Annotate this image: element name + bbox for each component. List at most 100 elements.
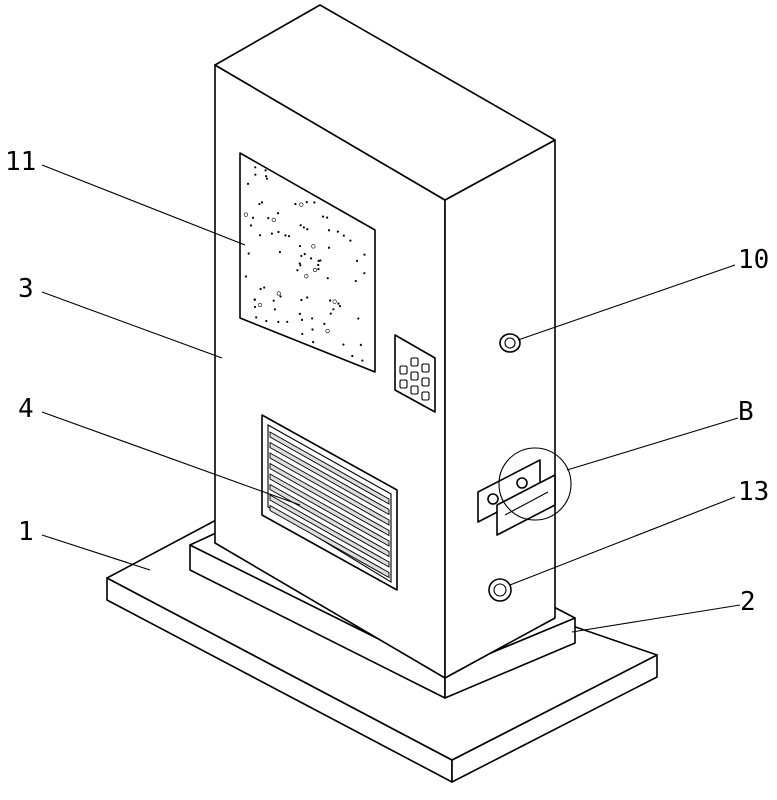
latch-assembly: [477, 447, 572, 536]
stipple-dot: [264, 169, 267, 172]
stipple-dot: [326, 277, 329, 280]
stipple-dot: [301, 332, 304, 336]
stipple-dot: [329, 312, 332, 315]
vent-slat: [269, 473, 390, 547]
label-1: 1: [18, 517, 34, 547]
stipple-dot: [300, 318, 304, 321]
stipple-dot: [327, 229, 331, 232]
vent-slat: [269, 441, 390, 516]
label-2: 2: [740, 587, 756, 617]
stipple-dot: [247, 252, 250, 255]
stipple-dot: [337, 302, 340, 305]
stipple-dot: [336, 230, 339, 233]
stipple-dot: [265, 177, 269, 180]
stipple-dot: [354, 279, 357, 283]
label-11: 11: [5, 147, 36, 177]
stipple-dot: [265, 319, 268, 323]
stipple-dot: [317, 268, 320, 271]
stipple-dot: [272, 299, 275, 302]
stipple-dot: [253, 298, 256, 301]
stipple-dot: [277, 320, 280, 323]
stipple-dot: [359, 343, 362, 346]
stipple-dot: [264, 175, 268, 178]
detail-b-circle: [498, 447, 572, 521]
stipple-dot: [267, 216, 270, 220]
stipple-dot: [294, 202, 297, 206]
keypad-key: [421, 377, 430, 387]
stipple-dot: [263, 286, 266, 289]
stipple-dot: [255, 316, 258, 319]
display-screen: [239, 152, 376, 373]
label-b: B: [738, 397, 754, 427]
vent-slat: [269, 431, 390, 505]
keypad-key: [410, 385, 419, 395]
stipple-dot: [298, 312, 301, 316]
stipple-dot: [279, 295, 282, 298]
stipple-dot: [332, 299, 337, 304]
vent-slat: [269, 504, 390, 579]
stipple-dot: [249, 224, 253, 227]
stipple-dot: [342, 234, 345, 237]
keypad-key: [410, 371, 419, 381]
stipple-dot: [286, 320, 289, 323]
stipple-dot: [284, 234, 287, 237]
stipple-dot: [355, 259, 359, 262]
stipple-dot: [277, 230, 280, 234]
stipple-dot: [313, 201, 316, 204]
label-4: 4: [18, 394, 34, 424]
stipple-dot: [298, 262, 301, 265]
stipple-dot: [258, 202, 261, 206]
stipple-dot: [351, 354, 354, 358]
keypad-key: [421, 363, 430, 373]
stipple-dot: [312, 340, 315, 344]
stipple-dot: [251, 216, 255, 219]
stipple-dot: [357, 317, 360, 320]
stipple-dot: [305, 201, 308, 204]
stipple-dot: [311, 317, 314, 320]
stipple-dot: [276, 212, 280, 215]
vent-slat: [269, 494, 390, 568]
stipple-dot: [278, 251, 282, 254]
label-10: 10: [738, 245, 769, 275]
stipple-dot: [338, 304, 341, 308]
stipple-dot: [327, 246, 331, 249]
stipple-dot: [325, 328, 330, 334]
stipple-dot: [299, 202, 304, 207]
stipple-dot: [309, 257, 313, 260]
stipple-dot: [254, 173, 257, 176]
stipple-dot: [246, 182, 250, 185]
stipple-dot: [317, 263, 320, 267]
stipple-dot: [254, 166, 257, 169]
stipple-dot: [311, 244, 316, 249]
stipple-dot: [302, 226, 305, 229]
stipple-dot: [306, 228, 309, 231]
stipple-dot: [270, 232, 273, 235]
stipple-dot: [321, 215, 325, 218]
stipple-dot: [300, 298, 303, 302]
label-13: 13: [738, 477, 769, 507]
vent-slat: [269, 462, 390, 537]
stipple-dot: [298, 244, 302, 248]
stipple-dot: [349, 239, 352, 242]
stipple-dot: [312, 267, 318, 273]
stipple-dot: [304, 274, 309, 279]
stipple-dot: [287, 235, 291, 238]
keypad-key: [410, 357, 419, 367]
vent-slat: [269, 452, 390, 526]
bottom-knob: [488, 578, 512, 602]
stipple-dot: [303, 252, 306, 256]
stipple-dot: [332, 308, 335, 311]
stipple-dot: [319, 259, 322, 262]
top-knob: [499, 333, 521, 353]
vent-grille: [261, 414, 398, 591]
leader-lines: [41, 164, 741, 633]
keypad-key: [421, 391, 430, 401]
vent-slat: [269, 483, 390, 558]
stipple-dot: [258, 234, 262, 237]
stipple-dot: [326, 216, 329, 219]
stipple-dot: [276, 291, 281, 296]
stipple-dot: [243, 212, 248, 217]
label-3: 3: [18, 274, 34, 304]
